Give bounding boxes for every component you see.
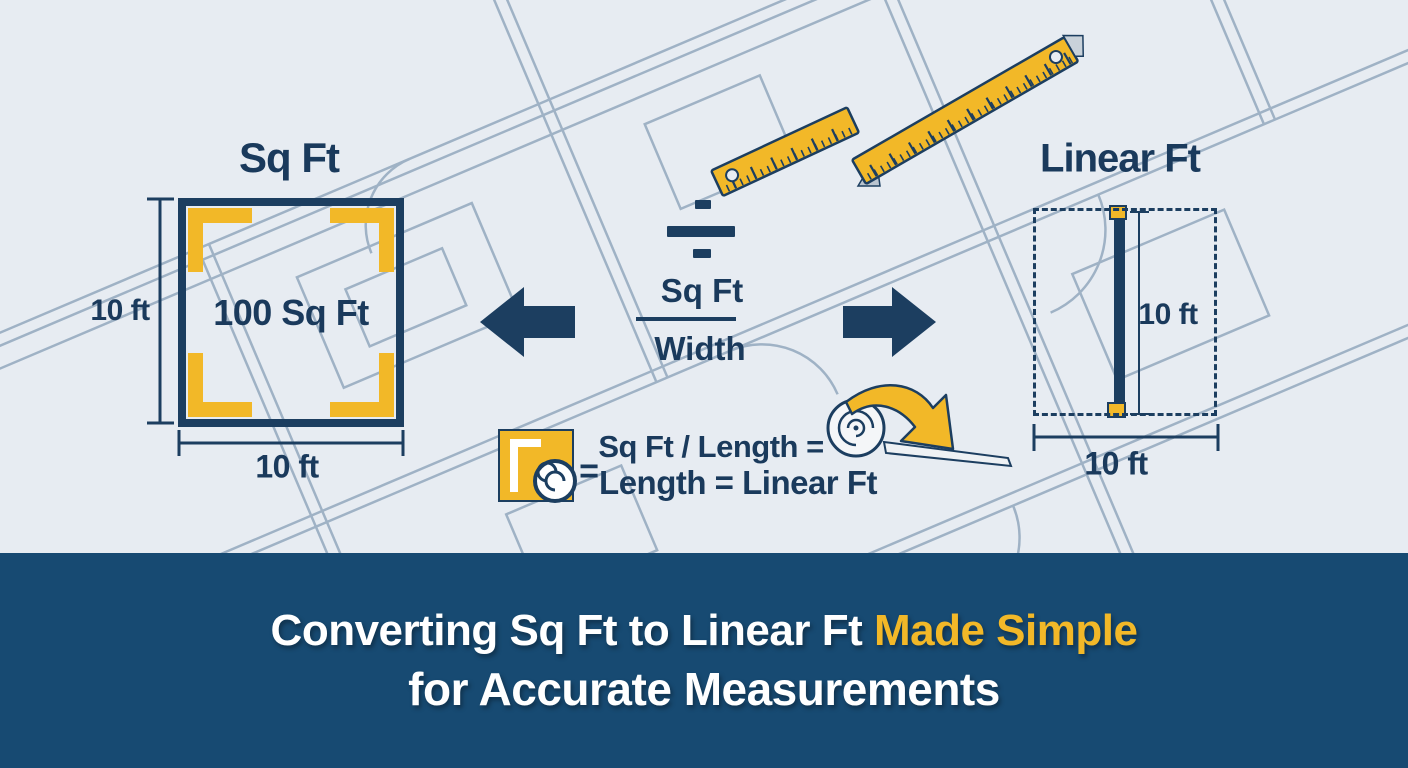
linear-dashed-box (1033, 208, 1217, 416)
banner-title-line2: for Accurate Measurements (408, 662, 1000, 715)
right-width-label: 10 ft (1084, 445, 1148, 482)
formula-line1: Sq Ft / Length = (598, 429, 824, 464)
sqft-square: 100 Sq Ft (178, 198, 404, 427)
banner-title-accent: Made Simple (873, 605, 1138, 655)
left-height-dimension-line (147, 197, 174, 425)
fraction-numerator: Sq Ft (660, 272, 744, 309)
left-width-label: 10 ft (255, 448, 319, 485)
arrow-left-icon (480, 287, 575, 357)
left-width-dimension-line (177, 430, 405, 456)
corner-accent-top-left (188, 208, 252, 272)
formula-line2: Length = Linear Ft (599, 464, 877, 501)
linear-ft-title: Linear Ft (1040, 136, 1201, 181)
corner-accent-top-right (330, 208, 394, 272)
sqft-corner-tape-icon (498, 429, 577, 503)
right-height-label: 10 ft (1138, 298, 1198, 331)
corner-accent-bottom-left (188, 353, 252, 417)
arrow-right-icon (843, 287, 936, 357)
folding-ruler-icon (710, 34, 1085, 197)
division-dashes-icon (667, 200, 735, 258)
fraction-bar (636, 317, 736, 321)
right-width-dimension-line (1032, 424, 1220, 451)
fraction-denominator: Width (654, 330, 746, 367)
formula-equals-sign: = (579, 452, 599, 491)
sqft-title: Sq Ft (239, 134, 340, 181)
title-banner: Converting Sq Ft to Linear Ft Made Simpl… (0, 553, 1408, 768)
left-height-label: 10 ft (90, 294, 150, 327)
tape-roll-arrow-icon (826, 384, 1013, 468)
banner-title-white: Converting Sq Ft to Linear Ft (270, 605, 874, 655)
corner-accent-bottom-right (330, 353, 394, 417)
sqft-square-value: 100 Sq Ft (213, 291, 369, 333)
banner-title-line1: Converting Sq Ft to Linear Ft Made Simpl… (271, 606, 1138, 656)
